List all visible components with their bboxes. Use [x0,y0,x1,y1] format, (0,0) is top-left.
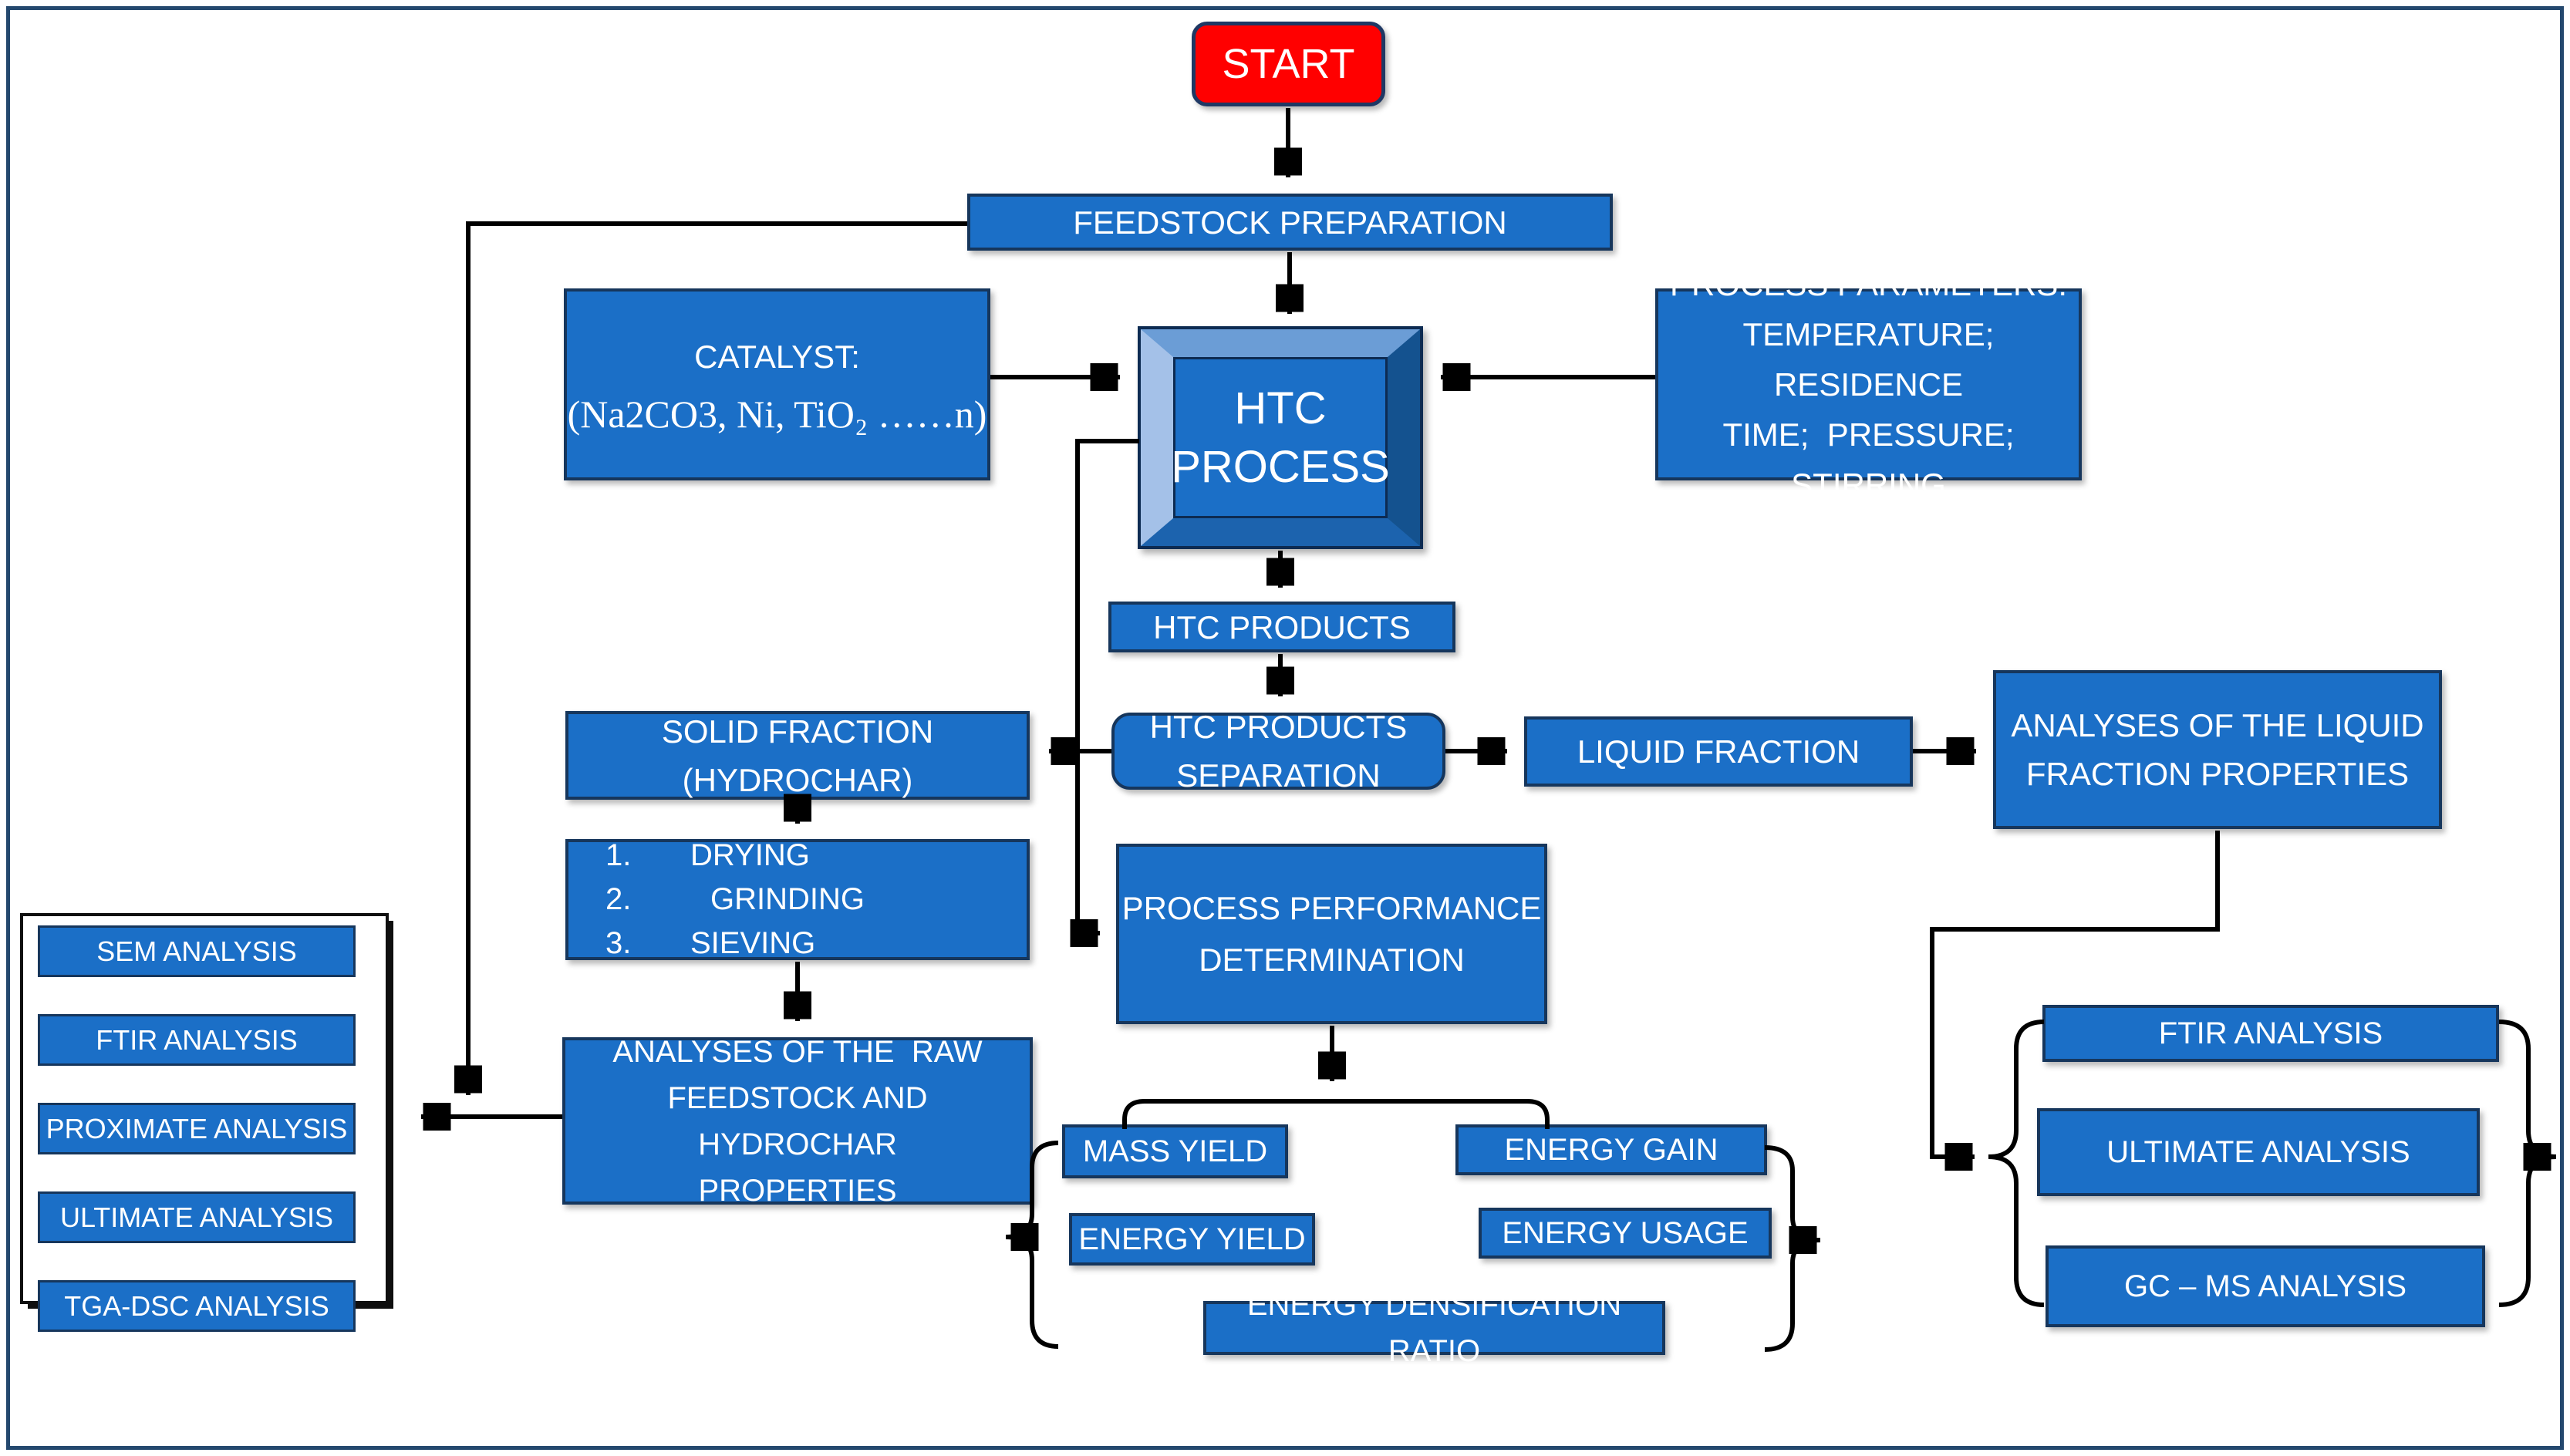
step-label: SIEVING [690,926,816,960]
energy-yield-label: ENERGY YIELD [1078,1222,1306,1256]
node-proximate-analysis: PROXIMATE ANALYSIS [38,1103,356,1154]
step-number: 3. [605,926,632,960]
node-htc-products-separation: HTC PRODUCTS SEPARATION [1111,709,1445,794]
liquid-fraction-label: LIQUID FRACTION [1577,733,1860,770]
tga-dsc-analysis-label: TGA-DSC ANALYSIS [64,1289,329,1322]
node-energy-usage: ENERGY USAGE [1479,1208,1772,1259]
htc-3d-bevel [1141,329,1420,546]
node-liquid-fraction: LIQUID FRACTION [1524,716,1913,787]
node-ftir-analysis-solid: FTIR ANALYSIS [38,1014,356,1066]
node-process-performance-determination: PROCESS PERFORMANCE DETERMINATION [1116,844,1547,1024]
node-catalyst: CATALYST: (Na2CO3, Ni, TiO₂ ……n) [564,288,990,480]
separation-label: HTC PRODUCTS SEPARATION [1149,709,1408,794]
step-label: GRINDING [710,882,865,916]
node-mass-yield: MASS YIELD [1062,1124,1288,1178]
step-row-drying: 1. DRYING [605,838,810,873]
process-parameters-label: PROCESS PARAMETERS: TEMPERATURE; RESIDEN… [1670,265,2067,504]
ultimate-analysis-label: ULTIMATE ANALYSIS [59,1201,334,1233]
node-energy-gain: ENERGY GAIN [1455,1124,1767,1175]
process-performance-label: PROCESS PERFORMANCE DETERMINATION [1121,889,1542,978]
step-row-grinding: 2. GRINDING [605,882,865,917]
node-ultimate-analysis-liquid: ULTIMATE ANALYSIS [2037,1108,2480,1196]
raw-analyses-label: ANALYSES OF THE RAW FEEDSTOCK AND HYDROC… [612,1034,983,1208]
start-label: START [1222,40,1355,87]
node-start: START [1192,22,1385,106]
node-solid-fraction: SOLID FRACTION (HYDROCHAR) [565,711,1030,800]
node-htc-products: HTC PRODUCTS [1108,602,1455,652]
solid-analyses-panel: SEM ANALYSIS FTIR ANALYSIS PROXIMATE ANA… [20,913,389,1332]
brace-metrics-right [1764,1145,1821,1352]
energy-gain-label: ENERGY GAIN [1504,1133,1718,1167]
feedstock-label: FEEDSTOCK PREPARATION [1073,204,1507,241]
node-raw-feedstock-analyses: ANALYSES OF THE RAW FEEDSTOCK AND HYDROC… [562,1035,1033,1208]
htc-products-label: HTC PRODUCTS [1153,608,1411,645]
htc-label: HTC PROCESS [1171,383,1390,492]
node-energy-yield: ENERGY YIELD [1069,1213,1315,1266]
node-process-parameters: PROCESS PARAMETERS: TEMPERATURE; RESIDEN… [1655,266,2082,503]
catalyst-formula: (Na2CO3, Ni, TiO₂ ……n) [567,393,987,436]
node-energy-densification-ratio: ENERGY DENSIFICATION RATIO [1203,1288,1665,1368]
ftir-analysis-liquid-label: FTIR ANALYSIS [2158,1016,2383,1050]
mass-yield-label: MASS YIELD [1082,1134,1268,1168]
ftir-analysis-label: FTIR ANALYSIS [96,1023,298,1056]
sem-analysis-label: SEM ANALYSIS [96,935,297,967]
brace-right-group-left [1988,1020,2045,1307]
node-sem-analysis: SEM ANALYSIS [38,925,356,977]
htc-face: HTC PROCESS [1171,357,1390,518]
energy-usage-label: ENERGY USAGE [1502,1216,1749,1250]
proximate-analysis-label: PROXIMATE ANALYSIS [46,1112,348,1144]
gc-ms-analysis-label: GC – MS ANALYSIS [2123,1269,2407,1303]
step-label: DRYING [690,838,810,872]
node-gc-ms-analysis: GC – MS ANALYSIS [2046,1245,2485,1327]
node-liquid-fraction-analyses: ANALYSES OF THE LIQUID FRACTION PROPERTI… [1993,670,2442,829]
catalyst-title: CATALYST: [694,339,860,375]
energy-densification-ratio-label: ENERGY DENSIFICATION RATIO [1246,1288,1639,1368]
step-number: 2. [605,882,632,916]
liquid-analyses-label: ANALYSES OF THE LIQUID FRACTION PROPERTI… [2011,707,2424,792]
solid-fraction-label: SOLID FRACTION (HYDROCHAR) [661,713,934,798]
brace-right-group-right [2498,1020,2557,1307]
ultimate-analysis-liquid-label: ULTIMATE ANALYSIS [2106,1135,2410,1169]
node-htc-process: HTC PROCESS [1138,326,1423,549]
node-ftir-analysis-liquid: FTIR ANALYSIS [2042,1005,2499,1062]
node-ultimate-analysis-solid: ULTIMATE ANALYSIS [38,1191,356,1243]
step-row-sieving: 3. SIEVING [605,926,815,961]
node-tga-dsc-analysis: TGA-DSC ANALYSIS [38,1280,356,1332]
node-feedstock-preparation: FEEDSTOCK PREPARATION [967,194,1613,251]
step-number: 1. [605,838,632,872]
node-pretreatment-steps: 1. DRYING 2. GRINDING 3. SIEVING [565,838,1030,961]
